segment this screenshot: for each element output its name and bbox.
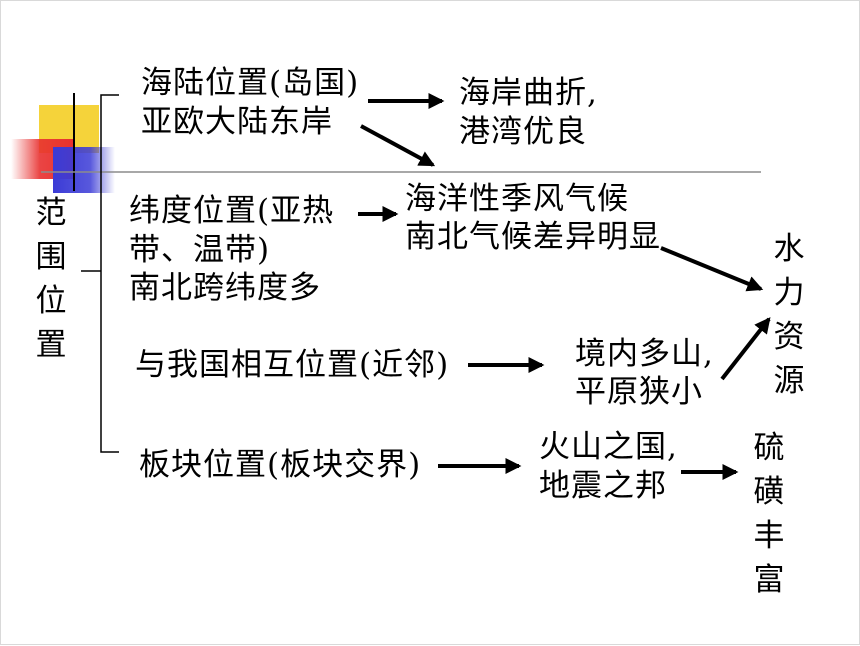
root-bracket (100, 94, 119, 453)
branch-latitude-line-3: 南北跨纬度多 (129, 270, 321, 306)
result-terrain-line-2: 平原狭小 (575, 374, 703, 410)
result-climate-line-1: 海洋性季风气候 (405, 181, 629, 217)
branch-latitude-line-2: 带、温带) (129, 232, 271, 268)
root-label: 范围位置 (35, 195, 67, 363)
branch-sea-land-line-2: 亚欧大陆东岸 (141, 104, 333, 140)
result-coast-line-2: 港湾优良 (459, 114, 587, 150)
result-volcano-line-1: 火山之国, (539, 429, 678, 465)
arrow-sea-to-climate (360, 124, 436, 167)
result-terrain-line-1: 境内多山, (575, 336, 714, 372)
deco-blue-square (53, 147, 115, 193)
arrow-climate-to-water (660, 246, 764, 292)
branch-relative-line-1: 与我国相互位置(近邻) (135, 347, 450, 383)
branch-sea-land-line-1: 海陆位置(岛国) (141, 65, 360, 101)
branch-plate-line-1: 板块位置(板块交界) (139, 447, 422, 483)
arrow-terrain-to-water (720, 317, 771, 381)
result-sulfur-label: 硫磺丰富 (753, 430, 785, 598)
result-coast-line-1: 海岸曲折, (459, 75, 598, 111)
result-climate-line-2: 南北气候差异明显 (405, 219, 661, 255)
result-volcano-line-2: 地震之邦 (539, 468, 667, 504)
result-water-label: 水力资源 (773, 231, 805, 399)
branch-latitude-line-1: 纬度位置(亚热 (129, 193, 335, 229)
